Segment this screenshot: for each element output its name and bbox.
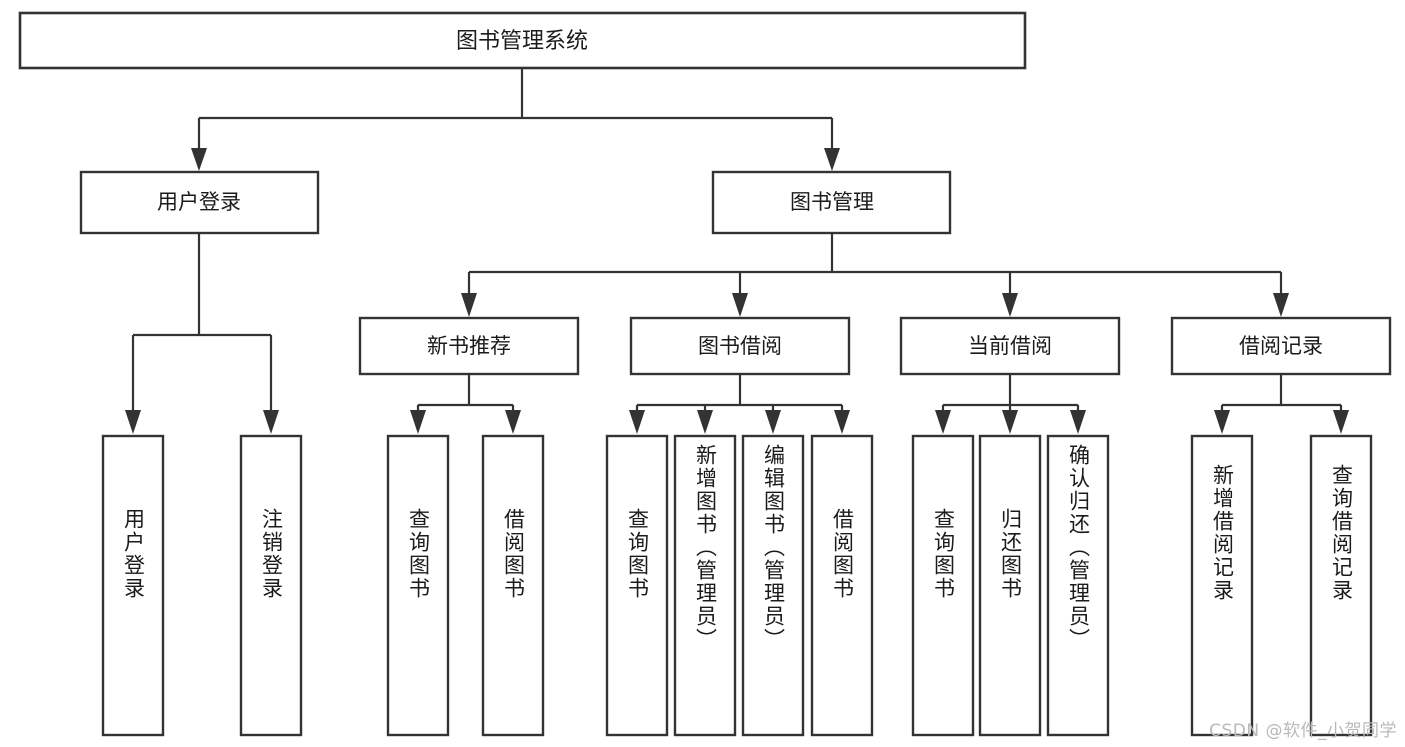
arrow-head-icon xyxy=(191,148,207,171)
connector-bookborrow-to-leaves xyxy=(629,374,850,434)
arrow-head-icon xyxy=(1333,410,1349,434)
arrow-head-icon xyxy=(732,293,748,317)
arrow-head-icon xyxy=(834,410,850,434)
arrow-head-icon xyxy=(1070,410,1086,434)
leaf-box-logout[interactable] xyxy=(239,434,303,737)
leaf-box-borrow-book-1[interactable] xyxy=(481,434,545,737)
leaf-box-query-record[interactable] xyxy=(1309,434,1373,737)
arrow-head-icon xyxy=(263,410,279,434)
connector-bookmgmt-to-level3 xyxy=(461,233,1289,317)
root-box[interactable] xyxy=(18,11,1027,70)
new-book-recommend-box[interactable] xyxy=(358,316,580,376)
leaf-box-edit-book[interactable] xyxy=(741,434,805,737)
leaf-box-query-book-2[interactable] xyxy=(605,434,669,737)
leaf-box-return-book[interactable] xyxy=(978,434,1042,737)
arrow-head-icon xyxy=(765,410,781,434)
user-login-label: 用户登录 xyxy=(157,190,241,214)
node-new-book-recommend[interactable]: 新书推荐 xyxy=(358,316,580,376)
leaf-box-query-book-1[interactable] xyxy=(386,434,450,737)
connector-currentborrow-to-leaves xyxy=(935,374,1086,434)
leaf-box-query-book-3[interactable] xyxy=(911,434,975,737)
current-borrow-label: 当前借阅 xyxy=(968,334,1052,358)
arrow-head-icon xyxy=(1273,293,1289,317)
arrow-head-icon xyxy=(125,410,141,434)
arrow-head-icon xyxy=(697,410,713,434)
arrow-head-icon xyxy=(1002,410,1018,434)
node-user-login[interactable]: 用户登录 xyxy=(79,170,320,235)
watermark-text: CSDN @软件_小贺同学 xyxy=(1209,721,1397,741)
new-book-recommend-label: 新书推荐 xyxy=(427,334,511,358)
current-borrow-box[interactable] xyxy=(899,316,1121,376)
leaf-box-user-login[interactable] xyxy=(101,434,165,737)
borrow-record-label: 借阅记录 xyxy=(1239,334,1323,358)
arrow-head-icon xyxy=(505,410,521,434)
connector-borrowrecord-to-leaves xyxy=(1214,374,1349,434)
arrow-head-icon xyxy=(824,148,840,171)
node-book-management[interactable]: 图书管理 xyxy=(711,170,952,235)
book-borrow-label: 图书借阅 xyxy=(698,334,782,358)
connector-userlogin-to-leaves xyxy=(125,233,279,434)
leaf-box-add-record[interactable] xyxy=(1190,434,1254,737)
arrow-head-icon xyxy=(1002,293,1018,317)
node-borrow-record[interactable]: 借阅记录 xyxy=(1170,316,1392,376)
node-root[interactable]: 图书管理系统 xyxy=(18,11,1027,70)
leaf-box-borrow-book-2[interactable] xyxy=(810,434,874,737)
node-book-borrow[interactable]: 图书借阅 xyxy=(629,316,851,376)
connector-root-to-level2 xyxy=(191,68,840,171)
arrow-head-icon xyxy=(1214,410,1230,434)
leaf-box-confirm-return[interactable] xyxy=(1046,434,1110,737)
user-login-box[interactable] xyxy=(79,170,320,235)
leaf-box-add-book[interactable] xyxy=(673,434,737,737)
book-management-label: 图书管理 xyxy=(790,190,874,214)
arrow-head-icon xyxy=(461,293,477,317)
connector-newbook-to-leaves xyxy=(410,374,521,434)
arrow-head-icon xyxy=(410,410,426,434)
node-current-borrow[interactable]: 当前借阅 xyxy=(899,316,1121,376)
root-label: 图书管理系统 xyxy=(456,29,588,54)
arrow-head-icon xyxy=(629,410,645,434)
arrow-head-icon xyxy=(935,410,951,434)
